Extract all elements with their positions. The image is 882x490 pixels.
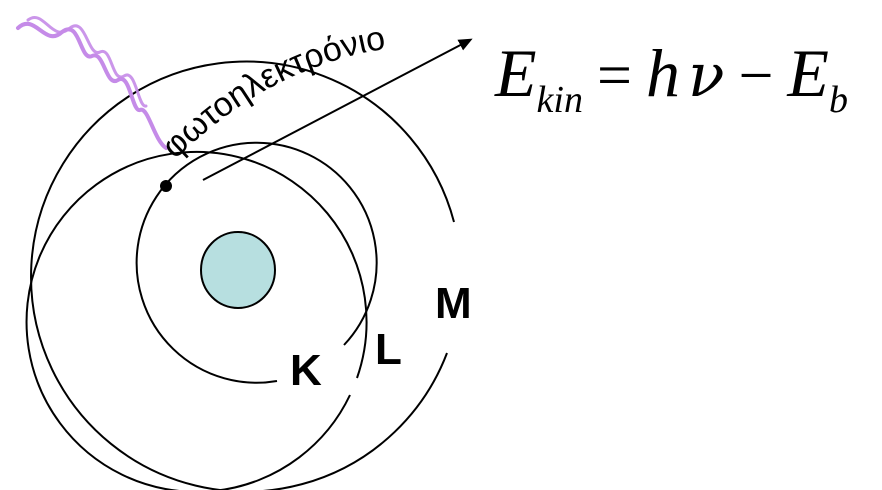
equation-e-b: E (787, 35, 829, 111)
photon-wave-inner (26, 16, 148, 108)
electron-dot (160, 180, 172, 192)
equation-e-kin: E (495, 35, 537, 111)
orbit-m (30, 60, 455, 490)
equation-sub-kin: kin (536, 79, 583, 121)
equation-sub-b: b (828, 79, 848, 121)
nucleus (200, 231, 276, 309)
equation-equals: = (596, 42, 632, 110)
shell-label-l: L (375, 325, 402, 374)
equation-nu: ν (687, 41, 725, 111)
shell-label-k: K (290, 346, 322, 395)
orbit-l (25, 150, 368, 490)
orbit-k (135, 141, 378, 384)
photon-wave (16, 21, 168, 150)
photoelectron-arrow (202, 38, 473, 181)
equation-minus: − (738, 42, 774, 110)
equation-h: h (645, 35, 680, 111)
shell-label-m: M (435, 279, 472, 328)
